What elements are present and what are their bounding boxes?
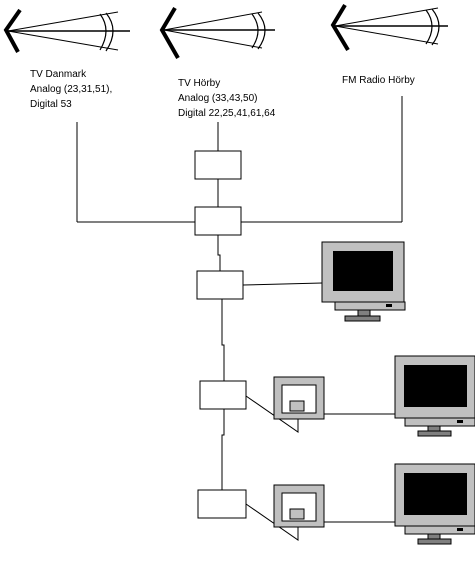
- tv-monitor-icon-2: [394, 355, 475, 437]
- fm-radio-horby-label: FM Radio Hörby: [342, 73, 415, 88]
- tv-horby-antenna-icon: [159, 6, 275, 59]
- tv-monitor-icon-1: [321, 241, 406, 322]
- tv-danmark-label: TV Danmark Analog (23,31,51), Digital 53: [30, 67, 112, 112]
- splitter-box-2: [199, 380, 247, 410]
- tv-danmark-antenna-icon: [3, 8, 130, 53]
- set-top-box-icon-1: [273, 376, 325, 420]
- tv-horby-label-line-1: TV Hörby: [178, 78, 221, 89]
- splitter-box-3: [197, 489, 247, 519]
- tv-danmark-label-line-2: Analog (23,31,51),: [30, 84, 113, 95]
- fm-radio-horby-label-line-1: FM Radio Hörby: [342, 75, 415, 86]
- tv-horby-label-line-3: Digital 22,25,41,61,64: [178, 108, 276, 119]
- combiner-box: [194, 206, 242, 236]
- set-top-box-icon-2: [273, 484, 325, 528]
- amplifier-box: [194, 150, 242, 180]
- tv-danmark-label-line-3: Digital 53: [30, 99, 72, 110]
- tv-monitor-icon-3: [394, 463, 475, 545]
- tv-horby-label-line-2: Analog (33,43,50): [178, 93, 258, 104]
- fm-radio-horby-antenna-icon: [330, 3, 448, 52]
- tv-danmark-label-line-1: TV Danmark: [30, 69, 87, 80]
- tv-horby-label: TV Hörby Analog (33,43,50) Digital 22,25…: [178, 76, 275, 121]
- splitter-box-1: [196, 270, 244, 300]
